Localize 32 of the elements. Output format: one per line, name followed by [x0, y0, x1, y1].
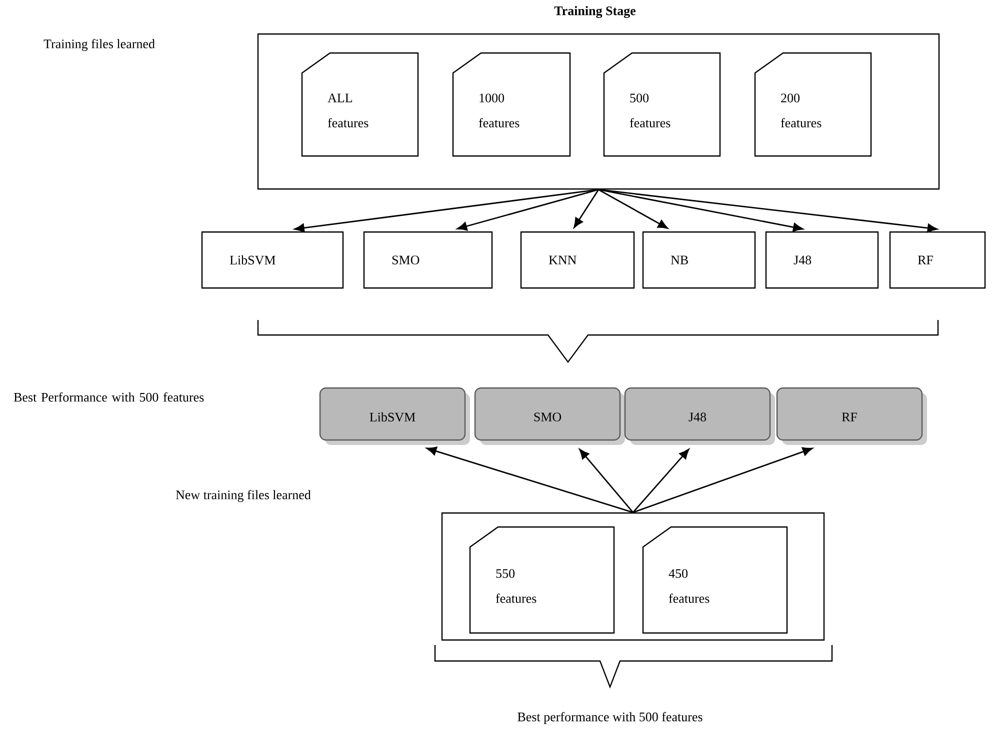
group-box — [441, 512, 825, 641]
file-card: 1000 features — [452, 52, 571, 157]
arrow — [426, 446, 634, 514]
file-card: ALL features — [301, 52, 419, 157]
file-card: 550 features — [469, 526, 615, 634]
file-card: 500 features — [603, 52, 721, 157]
classifier-box: RF — [889, 231, 986, 289]
arrow — [579, 448, 634, 513]
note-text: Best Performance with 500 features — [14, 392, 204, 402]
arrow — [574, 189, 600, 228]
classifier-button: LibSVM — [319, 387, 466, 441]
node-label: Training Stage — [554, 6, 636, 18]
classifier-box: LibSVM — [201, 231, 344, 289]
arrow — [598, 188, 938, 232]
note-text: Training files learned — [44, 39, 155, 51]
arrow — [456, 188, 599, 231]
classifier-box: J48 — [765, 231, 879, 289]
classifier-box: SMO — [363, 231, 493, 289]
arrow — [294, 188, 599, 232]
file-card: 200 features — [754, 52, 872, 157]
arrow — [632, 447, 813, 514]
arrow — [598, 188, 804, 232]
arrow — [632, 448, 690, 513]
arrow — [598, 189, 668, 229]
classifier-box: KNN — [520, 231, 635, 289]
classifier-button: SMO — [474, 387, 621, 441]
classifier-button: RF — [776, 387, 923, 441]
classifier-button: J48 — [624, 387, 771, 441]
classifier-box: NB — [642, 231, 756, 289]
note-text: New training files learned — [176, 490, 311, 502]
note-text: Best performance with 500 features — [518, 712, 702, 724]
file-card: 450 features — [642, 526, 788, 634]
